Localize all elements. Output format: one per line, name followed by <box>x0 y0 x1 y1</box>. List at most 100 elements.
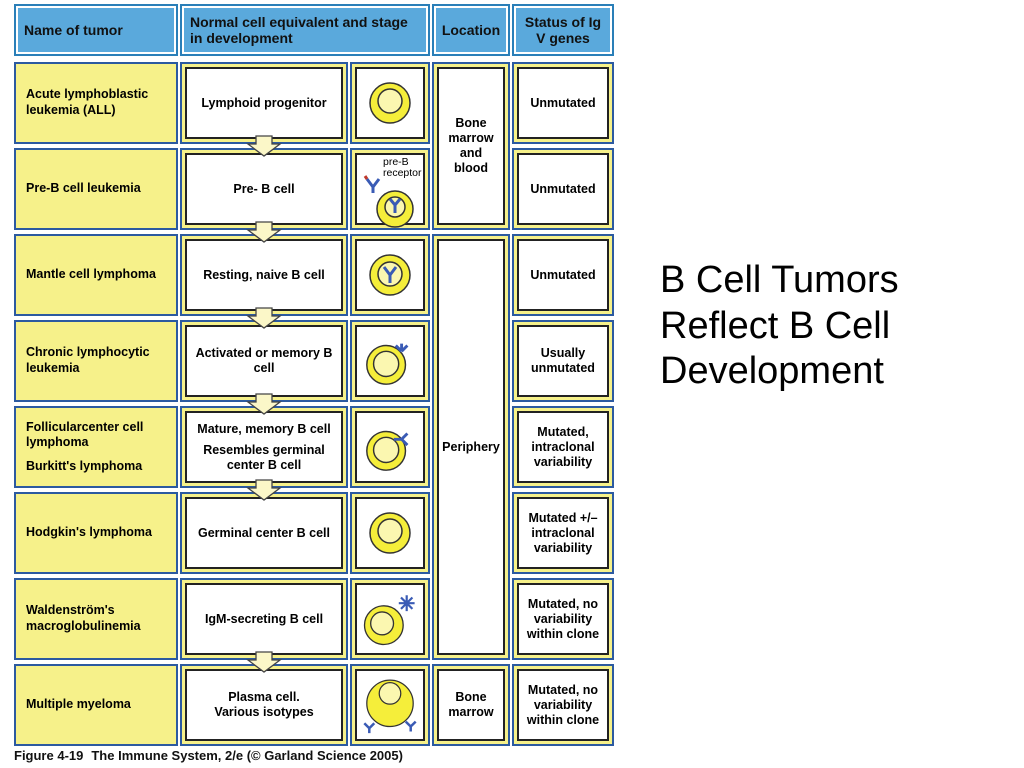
location-text: Bone marrow and blood <box>448 116 494 175</box>
stage-text: Plasma cell. <box>228 690 300 704</box>
status-text: Mutated, intraclonal variability <box>531 424 595 469</box>
cell-pic-row-1: pre-B receptor <box>350 148 430 230</box>
status-text: Usually unmutated <box>531 346 595 375</box>
cell-pic-box <box>355 67 425 139</box>
tumor-name-text: Burkitt's lymphoma <box>26 458 143 473</box>
status-row-2: Unmutated <box>512 234 614 316</box>
tumor-name-row-7: Multiple myeloma <box>14 664 178 746</box>
slide-title-line: B Cell Tumors <box>660 259 899 301</box>
cell-pic-box <box>355 325 425 397</box>
location-box: Bone marrow and blood <box>437 67 505 225</box>
tumor-name-text: Follicularcenter cell lymphoma <box>26 419 144 450</box>
tumor-name-text: Mantle cell lymphoma <box>26 267 156 282</box>
tumor-name-text: Hodgkin's lymphoma <box>26 525 152 540</box>
header-name-of-tumor: Name of tumor <box>14 4 178 56</box>
stage-text: Resembles germinal center B cell <box>203 442 325 472</box>
cell-pic-row-5 <box>350 492 430 574</box>
status-box: Unmutated <box>517 153 609 225</box>
tumor-name-row-4: Follicularcenter cell lymphoma Burkitt's… <box>14 406 178 488</box>
location-periphery: Periphery <box>432 234 510 660</box>
down-arrow-icon <box>246 221 282 243</box>
tumor-name-row-2: Mantle cell lymphoma <box>14 234 178 316</box>
pre-b-receptor-label: pre-B receptor <box>383 156 422 180</box>
stage-text: Germinal center B cell <box>197 525 330 540</box>
cell-pic-row-2 <box>350 234 430 316</box>
slide-title-line: Reflect B Cell <box>660 304 891 347</box>
stage-row-6: IgM-secreting B cell <box>180 578 348 660</box>
status-box: Mutated, no variability within clone <box>517 583 609 655</box>
stage-row-3: Activated or memory B cell <box>180 320 348 402</box>
stage-text: Various isotypes <box>214 705 314 719</box>
status-text: Unmutated <box>530 95 596 110</box>
status-row-0: Unmutated <box>512 62 614 144</box>
tumor-table-figure: Name of tumor Normal cell equivalent and… <box>14 4 614 763</box>
header-location-text: Location <box>441 21 501 38</box>
status-row-1: Unmutated <box>512 148 614 230</box>
lymphoid-progenitor-cell-icon <box>369 82 411 124</box>
cell-pic-row-0 <box>350 62 430 144</box>
status-box: Usually unmutated <box>517 325 609 397</box>
status-text: Mutated +/– intraclonal variability <box>528 510 598 555</box>
cell-pic-row-7 <box>350 664 430 746</box>
cell-pic-box <box>355 583 425 655</box>
slide-title: B Cell Tumors Reflect B Cell Development <box>660 258 1000 395</box>
slide-title-line: Development <box>660 350 884 393</box>
stage-box: Resting, naive B cell <box>185 239 343 311</box>
stage-row-2: Resting, naive B cell <box>180 234 348 316</box>
tumor-name-row-6: Waldenström's macroglobulinemia <box>14 578 178 660</box>
tumor-name-row-1: Pre-B cell leukemia <box>14 148 178 230</box>
tumor-name-text: Chronic lymphocytic leukemia <box>26 345 150 375</box>
igm-secreting-cell-icon <box>363 595 415 646</box>
header-name-text: Name of tumor <box>24 21 123 38</box>
down-arrow-icon <box>246 393 282 415</box>
naive-b-cell-icon <box>369 254 411 296</box>
location-text: Periphery <box>442 439 500 454</box>
status-box: Mutated, intraclonal variability <box>517 411 609 483</box>
status-row-6: Mutated, no variability within clone <box>512 578 614 660</box>
stage-text: Activated or memory B cell <box>195 346 333 375</box>
stage-box: Mature, memory B cell Resembles germinal… <box>185 411 343 483</box>
status-box: Mutated, no variability within clone <box>517 669 609 741</box>
header-status: Status of Ig V genes <box>512 4 614 56</box>
cell-pic-box <box>355 669 425 741</box>
stage-box: Plasma cell. Various isotypes <box>185 669 343 741</box>
stage-box: Pre- B cell <box>185 153 343 225</box>
status-box: Unmutated <box>517 67 609 139</box>
tumor-name-text: Acute lymphoblastic leukemia (ALL) <box>26 87 149 117</box>
location-bone-marrow: Bone marrow <box>432 664 510 746</box>
location-bone-marrow-blood: Bone marrow and blood <box>432 62 510 230</box>
plasma-cell-icon <box>363 679 417 734</box>
cell-pic-row-6 <box>350 578 430 660</box>
status-row-3: Usually unmutated <box>512 320 614 402</box>
stage-text: Pre- B cell <box>233 181 295 196</box>
pre-b-cell-icon <box>363 175 414 228</box>
location-box: Periphery <box>437 239 505 655</box>
status-row-4: Mutated, intraclonal variability <box>512 406 614 488</box>
stage-text: Lymphoid progenitor <box>201 95 327 110</box>
status-row-7: Mutated, no variability within clone <box>512 664 614 746</box>
cell-pic-box <box>355 411 425 483</box>
status-text: Unmutated <box>530 267 596 282</box>
figure-caption-text: The Immune System, 2/e (© Garland Scienc… <box>91 748 403 763</box>
cell-pic-box <box>355 497 425 569</box>
status-text: Mutated, no variability within clone <box>526 682 600 727</box>
stage-row-0: Lymphoid progenitor <box>180 62 348 144</box>
cell-pic-box: pre-B receptor <box>355 153 425 228</box>
activated-b-cell-icon <box>366 343 409 385</box>
stage-text: Resting, naive B cell <box>203 267 325 282</box>
down-arrow-icon <box>246 307 282 329</box>
stage-row-1: Pre- B cell <box>180 148 348 230</box>
stage-box: IgM-secreting B cell <box>185 583 343 655</box>
down-arrow-icon <box>246 135 282 157</box>
tumor-name-stack: Follicularcenter cell lymphoma Burkitt's… <box>26 420 166 475</box>
header-stage-text: Normal cell equivalent and stage in deve… <box>190 13 408 46</box>
status-box: Mutated +/– intraclonal variability <box>517 497 609 569</box>
header-normal-cell: Normal cell equivalent and stage in deve… <box>180 4 430 56</box>
status-text: Mutated, no variability within clone <box>526 596 600 641</box>
cell-pic-box <box>355 239 425 311</box>
stage-box: Activated or memory B cell <box>185 325 343 397</box>
cell-pic-row-3 <box>350 320 430 402</box>
status-text: Unmutated <box>530 181 596 196</box>
stage-box: Lymphoid progenitor <box>185 67 343 139</box>
